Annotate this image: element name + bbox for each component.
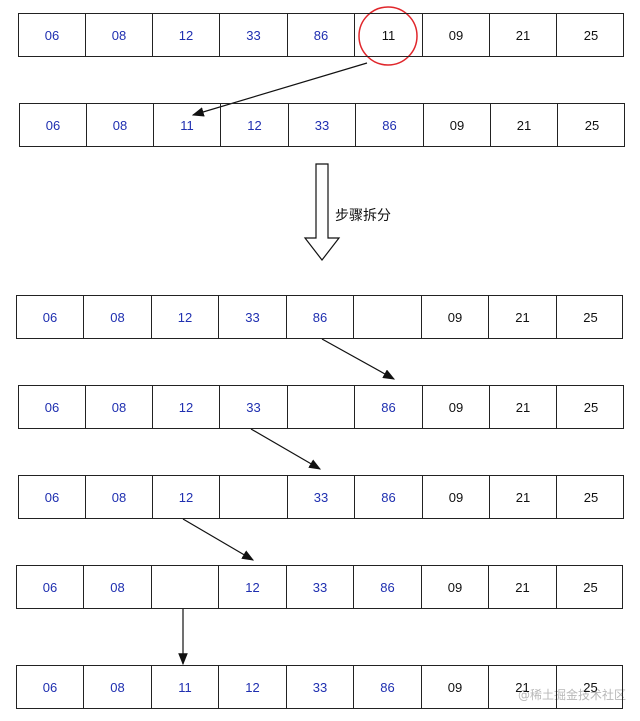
array-cell: 86: [288, 14, 355, 56]
empty-cell: [354, 296, 422, 338]
array-cell: 25: [583, 399, 599, 415]
array-cell: 06: [17, 296, 84, 338]
array-cell: 09: [423, 386, 490, 428]
array-cell: 21: [490, 386, 557, 428]
step-label: 步骤拆分: [335, 208, 391, 224]
shift-arrow: [321, 338, 396, 380]
shift-arrow: [250, 428, 322, 470]
array-cell: 08: [84, 666, 152, 708]
array-cell: 09: [422, 566, 489, 608]
array-cell: 09: [424, 104, 491, 146]
array-cell: 25: [584, 117, 600, 133]
array-cell: 21: [489, 296, 557, 338]
array-cell: 33: [220, 386, 288, 428]
array-cell: 25: [583, 27, 599, 43]
array-cell: 33: [288, 476, 355, 518]
array-cell: 12: [219, 566, 287, 608]
array-cell: 21: [489, 666, 557, 708]
array-cell: 09: [423, 14, 490, 56]
array-cell: 25: [583, 309, 598, 325]
array-cell: 86: [356, 104, 424, 146]
array-cell: 21: [490, 14, 557, 56]
array-cell: 08: [84, 566, 152, 608]
array-cell: 86: [287, 296, 354, 338]
array-cell: 33: [219, 296, 287, 338]
array-cell: 08: [87, 104, 154, 146]
array-cell: 12: [153, 386, 220, 428]
array-cell: 21: [489, 566, 557, 608]
array-cell: 11: [154, 104, 221, 146]
shift-arrow: [182, 518, 255, 561]
array-cell: 08: [84, 296, 152, 338]
array-cell: 06: [19, 476, 86, 518]
array-cell: 09: [422, 666, 489, 708]
array-cell: 12: [153, 476, 220, 518]
array-cell: 86: [355, 386, 423, 428]
array-cell: 86: [354, 666, 422, 708]
array-cell: 25: [583, 579, 598, 595]
array-cell: 86: [354, 566, 422, 608]
array-cell: 21: [490, 476, 557, 518]
array-cell: 09: [422, 296, 489, 338]
array-cell: 33: [287, 566, 354, 608]
array-cell: 25: [583, 679, 598, 695]
empty-cell: [152, 566, 219, 608]
array-cell: 12: [152, 296, 219, 338]
array-cell: 11: [355, 14, 423, 56]
array-cell: 06: [17, 666, 84, 708]
watermark: @稀土掘金技术社区: [517, 688, 626, 702]
array-cell: 11: [152, 666, 219, 708]
array-cell: 33: [287, 666, 354, 708]
array-cell: 06: [17, 566, 84, 608]
array-cell: 33: [220, 14, 288, 56]
array-cell: 06: [19, 14, 86, 56]
array-cell: 12: [221, 104, 289, 146]
array-cell: 06: [20, 104, 87, 146]
array-cell: 08: [86, 14, 153, 56]
empty-cell: [288, 386, 355, 428]
array-cell: 08: [86, 386, 153, 428]
array-cell: 25: [583, 489, 599, 505]
array-cell: 08: [86, 476, 153, 518]
array-cell: 09: [423, 476, 490, 518]
array-cell: 06: [19, 386, 86, 428]
array-cell: 12: [219, 666, 287, 708]
array-cell: 21: [491, 104, 558, 146]
array-cell: 86: [355, 476, 423, 518]
array-cell: 33: [289, 104, 356, 146]
array-cell: 12: [153, 14, 220, 56]
empty-cell: [220, 476, 288, 518]
down-arrow-icon: [303, 163, 341, 261]
